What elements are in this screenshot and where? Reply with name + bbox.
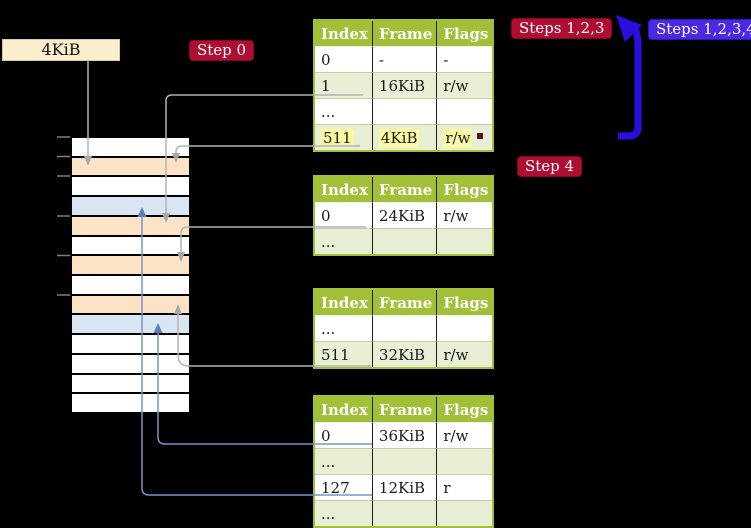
highlighted-value: 511: [321, 128, 354, 147]
table-row: ...: [315, 228, 493, 254]
col-header-flags: Flags: [436, 290, 493, 316]
table-row-highlighted: 511 4KiB r/w: [315, 124, 493, 150]
highlighted-value: r/w: [443, 128, 473, 147]
table-header-row: Index Frame Flags: [315, 290, 493, 316]
table-row: 1 16KiB r/w: [315, 72, 493, 98]
memory-frame-row-white: [72, 175, 189, 196]
step0-badge: Step 0: [189, 40, 255, 61]
page-table-2: Index Frame Flags 0 24KiB r/w ...: [313, 175, 495, 256]
memory-frame-row-blue: [72, 313, 189, 334]
col-header-index: Index: [315, 177, 372, 203]
col-header-frame: Frame: [371, 397, 437, 423]
col-header-flags: Flags: [436, 397, 493, 423]
big-loop-arrowhead-icon: [616, 15, 642, 42]
memory-frame-row-peach: [72, 254, 189, 275]
page-table-1: Index Frame Flags 0 - - 1 16KiB r/w ...: [313, 19, 495, 152]
step4-badge: Step 4: [517, 156, 583, 177]
table-row: ...: [315, 500, 493, 526]
memory-frame-row-white: [72, 392, 189, 413]
frame-size-label: 4KiB: [2, 39, 120, 61]
table-header-row: Index Frame Flags: [315, 397, 493, 423]
col-header-index: Index: [315, 397, 372, 423]
col-header-flags: Flags: [436, 21, 493, 47]
page-table-4: Index Frame Flags 0 36KiB r/w ... 127 12…: [313, 395, 495, 528]
col-header-index: Index: [315, 21, 372, 47]
table-header-row: Index Frame Flags: [315, 21, 493, 47]
memory-frame-row-white: [72, 138, 189, 156]
table-row: 127 12KiB r: [315, 474, 493, 500]
memory-frame-row-blue: [72, 195, 189, 215]
memory-frame-row-white: [72, 352, 189, 373]
page-table-3: Index Frame Flags ... 511 32KiB r/w: [313, 288, 495, 369]
memory-frame-row-white: [72, 333, 189, 353]
col-header-flags: Flags: [436, 177, 493, 203]
table-row: ...: [315, 98, 493, 124]
table-row: ...: [315, 448, 493, 474]
col-header-frame: Frame: [371, 177, 437, 203]
col-header-frame: Frame: [371, 290, 437, 316]
memory-frame-row-peach: [72, 155, 189, 176]
memory-frame-row-white: [72, 234, 189, 255]
big-loop-arrow: [618, 21, 642, 140]
memory-tick-marks: [57, 136, 70, 296]
memory-frame-row-white: [72, 274, 189, 294]
highlighted-value: 4KiB: [378, 128, 420, 147]
steps1234-badge: Steps 1,2,3,4: [648, 19, 751, 40]
col-header-index: Index: [315, 290, 372, 316]
memory-frame-row-white: [72, 372, 189, 393]
table-header-row: Index Frame Flags: [315, 177, 493, 203]
table-row: 0 36KiB r/w: [315, 423, 492, 448]
steps123-badge: Steps 1,2,3: [511, 18, 613, 39]
memory-frame-row-peach: [72, 214, 189, 235]
table-row: 0 - -: [315, 47, 492, 72]
table-row: ...: [315, 316, 492, 341]
memory-frame-row-peach: [72, 293, 189, 314]
table-row: 0 24KiB r/w: [315, 203, 492, 228]
memory-column: [70, 136, 191, 414]
table-row: 511 32KiB r/w: [315, 341, 493, 367]
col-header-frame: Frame: [371, 21, 437, 47]
